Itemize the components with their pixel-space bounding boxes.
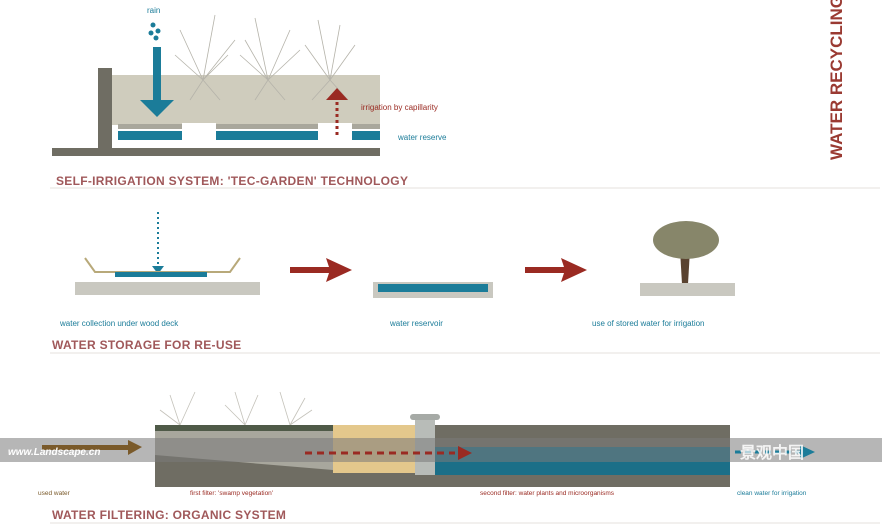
water-storage-diagram: water collection under wood deck water r… xyxy=(50,212,880,354)
down-arrow-icon xyxy=(152,266,164,274)
water-reserve-label: water reserve xyxy=(397,133,447,142)
right-arrow-icon xyxy=(525,258,587,282)
second-filter-label: second filter: water plants and microorg… xyxy=(480,490,615,497)
section3-title: WATER FILTERING: ORGANIC SYSTEM xyxy=(52,508,286,522)
watermark-left: www.Landscape.cn xyxy=(8,447,100,458)
self-irrigation-diagram: rain irrigation by capillarity water res… xyxy=(50,6,880,189)
section1-title: SELF-IRRIGATION SYSTEM: 'TEC-GARDEN' TEC… xyxy=(56,174,408,188)
tree-icon xyxy=(653,221,719,284)
rain-label: rain xyxy=(147,6,160,15)
first-filter-label: first filter: 'swamp vegetation' xyxy=(190,490,273,497)
right-arrow-icon xyxy=(290,258,352,282)
rain-drops-icon xyxy=(148,22,161,41)
watermark-right: 景观中国 xyxy=(740,443,804,462)
collection-label: water collection under wood deck xyxy=(59,319,179,328)
reservoir-label: water reservoir xyxy=(389,319,443,328)
wood-deck xyxy=(84,257,241,273)
used-water-label: used water xyxy=(38,490,71,497)
vegetation-icon xyxy=(159,391,313,426)
watermark-band xyxy=(0,438,882,462)
irrigation-use-label: use of stored water for irrigation xyxy=(592,319,705,328)
plants-icon xyxy=(174,14,356,101)
vertical-title: WATER RECYCLING xyxy=(827,0,846,160)
irrigation-label: irrigation by capillarity xyxy=(361,103,438,112)
rain-arrow-icon xyxy=(140,47,174,117)
capillarity-arrow-icon xyxy=(326,88,348,135)
section2-title: WATER STORAGE FOR RE-USE xyxy=(52,338,241,352)
water-filtering-diagram: www.Landscape.cn 景观中国 used water first f… xyxy=(0,391,882,524)
clean-water-label: clean water for irrigation xyxy=(737,490,807,497)
